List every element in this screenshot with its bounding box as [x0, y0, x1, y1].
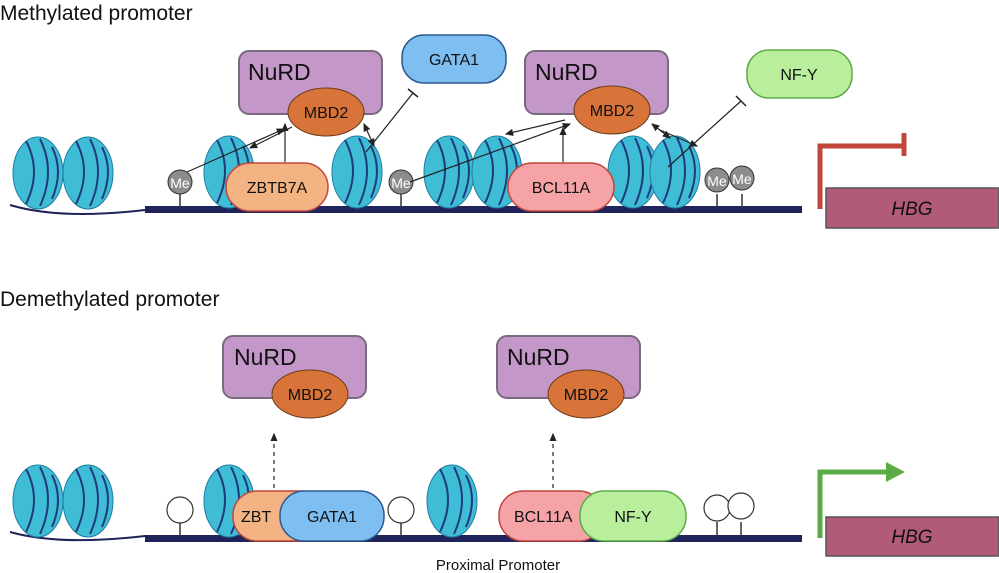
inhibition-line [365, 92, 414, 153]
interaction-arrow [659, 129, 699, 147]
unmethylated-cpg [387, 496, 415, 537]
demethylated-panel: Demethylated promoter ZBT [0, 288, 999, 573]
unmethylated-cpg [727, 492, 755, 537]
svg-text:MBD2: MBD2 [288, 387, 333, 404]
nucleosome [331, 135, 383, 209]
hbg-gene: HBG [825, 187, 999, 229]
svg-text:GATA1: GATA1 [429, 52, 479, 69]
nucleosome [423, 135, 475, 209]
nucleosome [62, 136, 114, 210]
interaction-arrow [363, 122, 375, 148]
nucleosome [12, 464, 64, 538]
interaction-arrow [248, 126, 293, 149]
svg-text:HBG: HBG [891, 527, 932, 548]
bcl11a-factor: BCL11A [498, 490, 604, 542]
svg-text:GATA1: GATA1 [307, 509, 357, 526]
svg-text:BCL11A: BCL11A [532, 180, 591, 197]
svg-text:NuRD: NuRD [535, 59, 598, 85]
inhibition-line [667, 100, 742, 168]
svg-text:NF-Y: NF-Y [780, 67, 818, 84]
svg-text:Me: Me [732, 171, 752, 187]
svg-text:MBD2: MBD2 [590, 103, 635, 120]
methyl-mark: Me [704, 167, 730, 208]
svg-text:ZBT: ZBT [241, 509, 271, 526]
methyl-mark: Me [388, 169, 414, 208]
methyl-mark: Me [167, 169, 193, 208]
interaction-arrow [504, 119, 566, 136]
svg-text:ZBTB7A: ZBTB7A [247, 180, 308, 197]
nurd-complex: NuRD MBD2 [524, 50, 669, 135]
nucleosome [62, 464, 114, 538]
nurd-complex: NuRD MBD2 [496, 335, 641, 419]
svg-text:HBG: HBG [891, 199, 932, 220]
dna-strand-loose [9, 204, 146, 215]
svg-text:BCL11A: BCL11A [514, 509, 573, 526]
nucleosome [649, 135, 701, 209]
repressed-tss-arrow [817, 133, 907, 209]
svg-text:MBD2: MBD2 [304, 105, 349, 122]
interaction-arrow [409, 123, 572, 183]
dna-line-bottom [145, 535, 802, 542]
inhibition-bar [407, 88, 419, 98]
methyl-mark: Me [729, 165, 755, 208]
svg-text:Me: Me [170, 175, 190, 191]
unmethylated-cpg [166, 496, 194, 537]
bcl11a-factor: BCL11A [507, 162, 615, 212]
active-tss-arrow [817, 462, 905, 538]
nucleosome [426, 464, 478, 538]
inhibition-bar [735, 95, 747, 107]
dna-line-top [145, 206, 802, 213]
panel-title-demethylated: Demethylated promoter [0, 288, 219, 311]
panel-title-methylated: Methylated promoter [0, 2, 193, 25]
unmethylated-cpg [703, 494, 731, 537]
gata1-factor: GATA1 [279, 490, 385, 542]
methylated-panel: Methylated promoter Me Me Me [0, 2, 999, 229]
svg-text:NuRD: NuRD [234, 344, 297, 370]
nucleosome [12, 136, 64, 210]
nfy-factor: NF-Y [579, 490, 687, 542]
svg-text:NuRD: NuRD [507, 344, 570, 370]
proximal-promoter-label: Proximal Promoter [436, 557, 560, 573]
zbtb7a-factor: ZBTB7A [225, 162, 329, 212]
dna-strand-loose [9, 531, 146, 542]
svg-text:NuRD: NuRD [248, 59, 311, 85]
svg-text:MBD2: MBD2 [564, 387, 609, 404]
gata1-factor: GATA1 [401, 34, 507, 84]
nurd-complex: NuRD MBD2 [238, 50, 383, 137]
svg-text:Me: Me [391, 175, 411, 191]
svg-text:Me: Me [707, 173, 727, 189]
hbg-gene: HBG [825, 516, 999, 557]
nfy-factor: NF-Y [746, 49, 853, 99]
svg-text:NF-Y: NF-Y [614, 509, 652, 526]
interaction-arrow [186, 128, 286, 173]
nurd-complex: NuRD MBD2 [222, 335, 367, 419]
